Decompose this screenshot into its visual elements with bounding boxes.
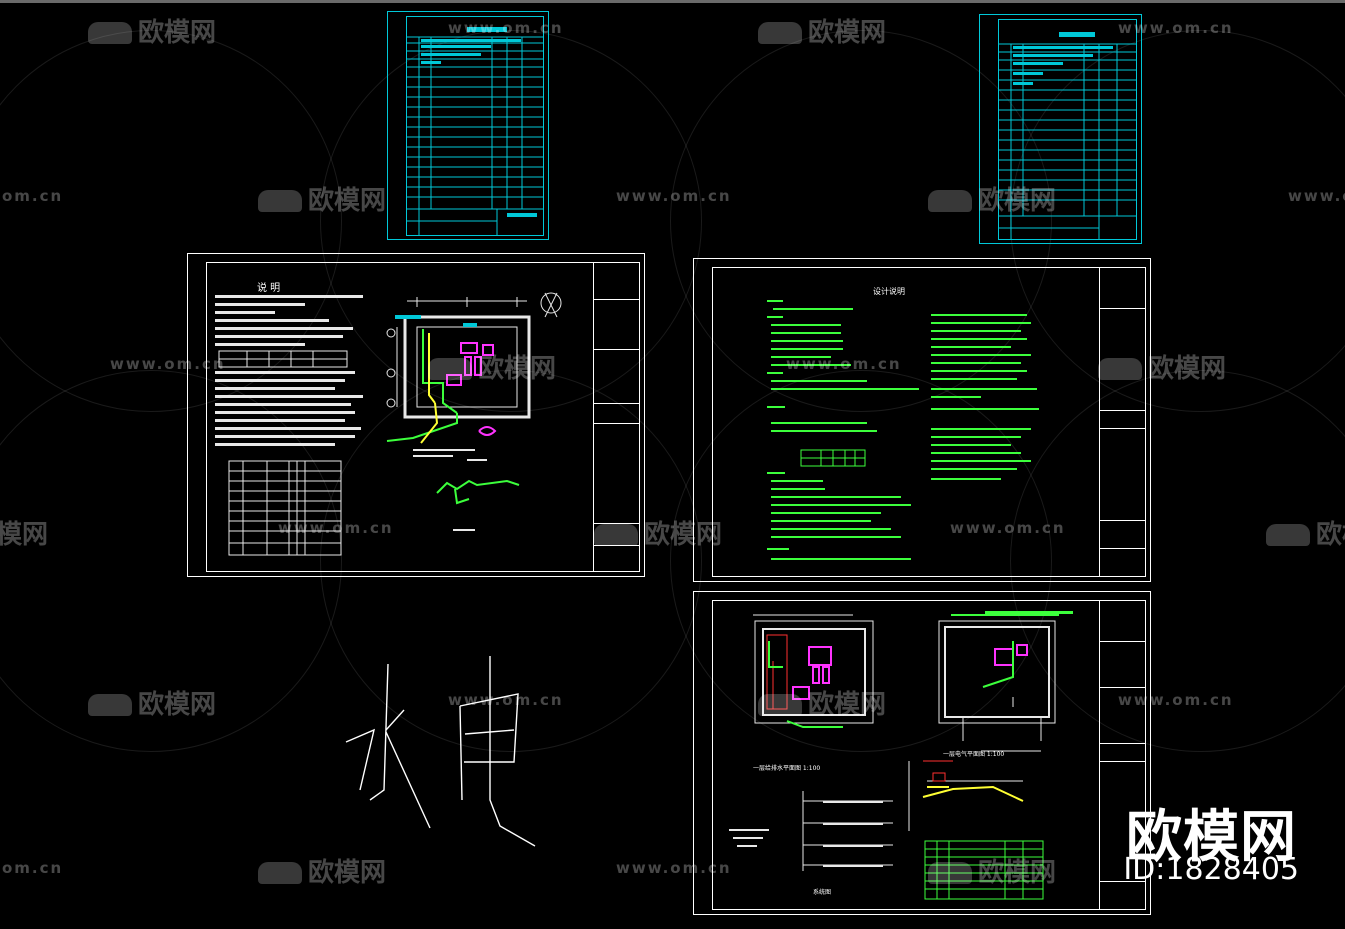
watermark-logo: 欧模网 [758,12,886,49]
index-table-grid [999,43,1136,239]
title-block [593,263,640,571]
sofa-logo-icon [88,22,132,44]
title-block [1099,268,1146,576]
description-text-block [215,295,363,556]
legend-table [924,840,1044,900]
watermark-logo: 欧模网 [1266,514,1345,551]
sheet-heading: 说 明 [257,283,281,294]
handwritten-annotation [345,656,536,847]
watermark-logo: 欧模网 [88,684,216,721]
viewport-top-border [0,0,1345,3]
plan-title: 一层给排水平面图 1:100 [753,765,821,772]
watermark-logo: 欧模网 [88,12,216,49]
plan-title-2: 一层电气平面图 1:100 [943,751,1005,758]
plan-drawings [729,611,1073,900]
brand-logo-text: 欧模网 [1126,805,1297,870]
index-sheet-right[interactable] [979,14,1142,244]
title-block [1099,601,1146,909]
sheet-heading: 设计说明 [873,287,905,296]
watermark-logo: 模网 [0,520,49,550]
sofa-logo-icon [88,694,132,716]
watermark-url: www.om.cn [616,187,732,205]
design-notes-text [767,300,1039,560]
drawing-sheet-plans[interactable]: 一层给排水平面图 1:100 一层电气平面图 1:100 系统图 [693,591,1151,915]
equipment-table [228,460,342,556]
watermark-logo: 欧模网 [258,180,386,217]
site-plan-drawing [386,292,562,531]
drawing-sheet-design-notes[interactable]: 设计说明 [693,258,1151,582]
watermark-url: om.cn [2,859,64,877]
index-sheet-frame [998,19,1137,240]
sofa-logo-icon [928,190,972,212]
notes-table [800,449,866,467]
sheet-frame: 说 明 [206,262,640,572]
index-title [1059,32,1095,37]
index-title [467,27,507,32]
system-title: 系统图 [813,889,832,896]
index-sheet-frame [406,16,544,236]
index-sheet-left[interactable] [387,11,549,240]
model-id: ID:1828405 [1123,852,1299,887]
sofa-logo-icon [758,22,802,44]
sofa-logo-icon [1266,524,1310,546]
index-table-grid [407,36,543,235]
sheet-frame: 一层给排水平面图 1:100 一层电气平面图 1:100 系统图 [712,600,1146,910]
watermark-url: om.cn [2,187,64,205]
sheet-frame: 设计说明 [712,267,1146,577]
watermark-url: www.om.cn [1288,187,1345,205]
sofa-logo-icon [258,862,302,884]
drawing-sheet-description[interactable]: 说 明 [187,253,645,577]
sofa-logo-icon [258,190,302,212]
